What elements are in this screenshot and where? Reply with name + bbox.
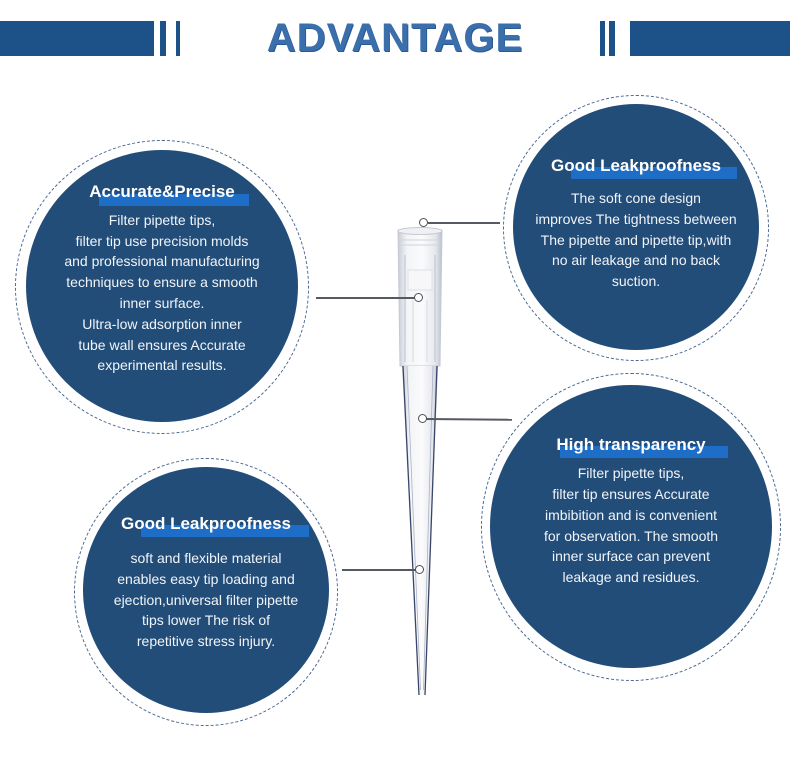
leader-node-top-right — [419, 218, 428, 227]
leader-line-left — [316, 297, 416, 299]
title-underline — [570, 167, 738, 179]
feature-title-wrap: Accurate&Precise — [89, 181, 249, 206]
feature-ring-transparency — [481, 373, 781, 681]
header-stripe-right-2 — [609, 21, 615, 56]
header-bar-right — [630, 21, 790, 56]
feature-card-transparency: High transparency Filter pipette tips, f… — [490, 385, 772, 668]
description-line: inner surface. — [119, 295, 205, 311]
title-underline — [560, 446, 728, 459]
feature-description: The soft cone design improves The tightn… — [535, 188, 736, 292]
header-stripe-left-2 — [176, 21, 180, 56]
feature-ring-leakproof-cone — [503, 95, 769, 361]
description-line: The soft cone design — [571, 190, 701, 206]
title-underline — [99, 193, 249, 206]
description-line: leakage and residues. — [562, 569, 700, 586]
feature-description: soft and flexible material enables easy … — [114, 548, 298, 652]
leader-line-bottom-left — [342, 569, 417, 571]
description-line: ejection,universal filter pipette — [113, 591, 299, 608]
description-line: repetitive stress injury. — [136, 633, 276, 650]
description-line: tube wall ensures Accurate — [78, 336, 246, 353]
description-line: improves The tightness between — [535, 210, 737, 227]
header-bar-left — [0, 21, 154, 56]
feature-title-wrap: High transparency — [556, 435, 728, 459]
description-line: and professional manufacturing — [64, 253, 260, 270]
description-line: enables easy tip loading and — [117, 570, 295, 587]
feature-ring-accurate — [15, 140, 309, 434]
feature-title: Good Leakproofness — [120, 514, 292, 533]
description-line: soft and flexible material — [130, 550, 282, 566]
feature-ring-leakproof-material — [74, 458, 338, 726]
feature-card-accurate: Accurate&Precise Filter pipette tips, fi… — [26, 150, 298, 422]
description-line: imbibition and is convenient — [545, 506, 717, 523]
description-line: techniques to ensure a smooth — [66, 274, 258, 291]
feature-title-wrap: Good Leakproofness — [120, 514, 310, 537]
feature-title-wrap: Good Leakproofness — [550, 156, 738, 179]
description-line: Ultra-low adsorption inner — [82, 315, 242, 332]
description-line: experimental results. — [97, 357, 227, 374]
feature-description: Filter pipette tips, filter tip use prec… — [64, 210, 259, 376]
feature-description: Filter pipette tips, filter tip ensures … — [544, 463, 718, 588]
leader-node-left — [414, 293, 423, 302]
page-title: ADVANTAGE — [266, 16, 524, 60]
description-line: inner surface can prevent — [552, 548, 710, 565]
feature-card-leakproof-material: Good Leakproofness soft and flexible mat… — [83, 467, 329, 713]
leader-node-bottom-left — [415, 565, 424, 574]
feature-title: Accurate&Precise — [89, 181, 235, 201]
title-underline — [140, 525, 310, 537]
leader-node-bottom-right — [418, 414, 427, 423]
feature-title: High transparency — [556, 435, 706, 455]
leader-line-top-right — [428, 222, 500, 224]
feature-card-leakproof-cone: Good Leakproofness The soft cone design … — [513, 104, 759, 350]
description-line: The pipette and pipette tip,with — [540, 231, 732, 248]
feature-title: Good Leakproofness — [550, 156, 722, 175]
description-line: Filter pipette tips, — [108, 211, 216, 228]
description-line: for observation. The smooth — [543, 527, 719, 544]
description-line: filter tip use precision molds — [75, 232, 249, 249]
header-stripe-right-1 — [600, 21, 605, 56]
description-line: suction. — [611, 273, 661, 290]
header-stripe-left-1 — [160, 21, 166, 56]
description-line: filter tip ensures Accurate — [552, 485, 710, 502]
description-line: no air leakage and no back — [551, 252, 721, 269]
description-line: Filter pipette tips, — [577, 465, 685, 482]
description-line: tips lower The risk of — [141, 612, 271, 629]
